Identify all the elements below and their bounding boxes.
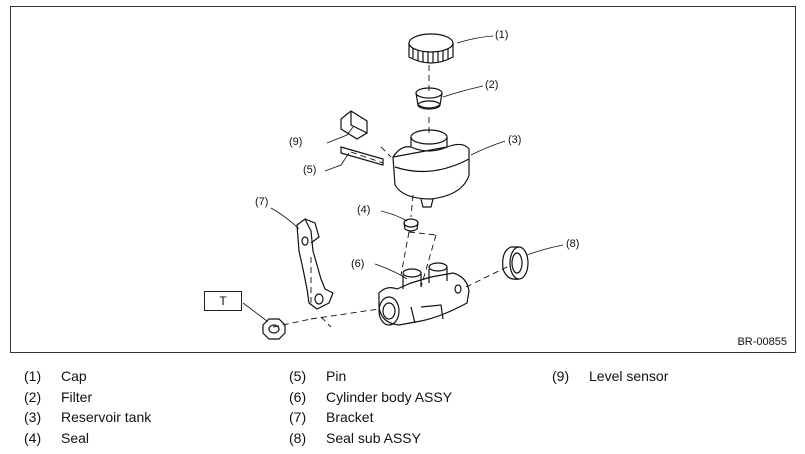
legend-label: Bracket [326,409,374,426]
legend-number: (3) [24,409,42,426]
legend-number: (7) [289,409,307,426]
callout-1: (1) [495,29,508,41]
exploded-diagram: (1) (2) (3) (4) (5) (6) (7) (8) (9) T BR… [10,6,796,353]
legend-column-1: (1) Cap (2) Filter (3) Reservoir tank (4) Se… [24,366,151,448]
legend-label: Cylinder body ASSY [326,388,453,405]
nut-part [262,318,286,340]
torque-marker-box: T [204,291,242,311]
legend-number: (8) [289,430,307,447]
legend-item: (9) Level sensor [552,366,668,387]
legend-label: Reservoir tank [61,409,152,426]
legend-number: (4) [24,430,42,447]
legend-label: Seal sub ASSY [326,430,421,447]
legend-item: (7) Bracket [289,407,452,428]
callout-8: (8) [566,238,579,250]
legend-item: (5) Pin [289,366,452,387]
callout-3: (3) [508,134,521,146]
figure-id-label: BR-00855 [737,336,787,348]
legend-number: (6) [289,388,307,405]
legend-label: Filter [61,388,93,405]
legend-number: (2) [24,388,42,405]
legend-label: Pin [326,368,347,385]
legend-column-2: (5)Pin (6)Cylinder body ASSY (7)Bracket … [289,366,452,448]
legend-number: (9) [552,368,570,385]
diagram-drawing: (1) (2) (3) (4) (5) (6) (7) (8) (9) [242,29,579,340]
legend-label: Seal [61,430,90,447]
filter-part [415,87,443,110]
seal-part [403,218,419,232]
legend-column-3: (9) Level sensor [552,366,668,387]
callout-7: (7) [255,196,268,208]
leader-lines [242,35,564,322]
legend-item: (8) Seal sub ASSY [289,428,452,449]
bracket-part [296,218,334,310]
legend-label: Cap [61,368,87,385]
legend-item: (2) Filter [24,387,151,408]
cylinder-body-part [378,262,470,326]
cap-part [408,33,454,64]
legend-label: Level sensor [589,368,669,385]
legend-item: (6) Cylinder body ASSY [289,387,452,408]
reservoir-tank-part [392,129,470,208]
seal-sub-assy-part [502,246,529,280]
legend-number: (1) [24,368,42,385]
level-sensor-part [340,110,368,140]
callout-5: (5) [303,164,316,176]
legend-item: (4) Seal [24,428,151,449]
callout-9: (9) [289,136,302,148]
legend-item: (1) Cap [24,366,151,387]
callout-2: (2) [485,79,498,91]
pin-part [340,146,384,166]
legend-number: (5) [289,368,307,385]
callout-6: (6) [351,258,364,270]
callout-4: (4) [357,204,370,216]
legend-item: (3) Reservoir tank [24,407,151,428]
